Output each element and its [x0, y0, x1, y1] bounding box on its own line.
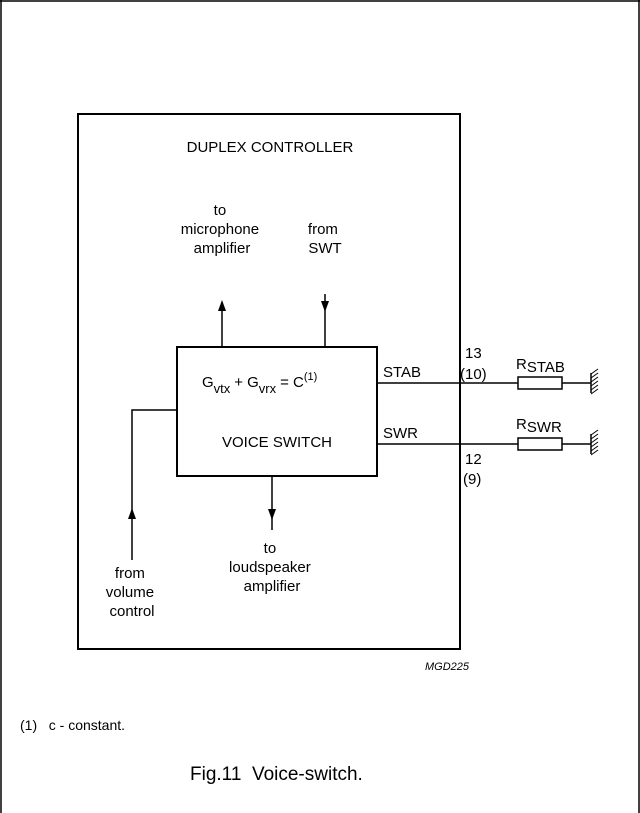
footnote: (1) c - constant. [20, 717, 125, 733]
stab-pin-number: 13 (10) [460, 345, 487, 383]
equation-plus: + [234, 374, 243, 391]
volume-control-arrow [128, 508, 136, 519]
to-loudspeaker-label: to loudspeaker amplifier [229, 540, 315, 595]
stab-ground-icon [590, 368, 599, 395]
from-volume-label: from volume control [106, 565, 159, 620]
r-stab-label: RSTAB [516, 356, 565, 376]
duplex-controller-title: DUPLEX CONTROLLER [187, 139, 354, 156]
swr-ground-icon [590, 429, 599, 456]
from-swt-label: from SWT [308, 221, 342, 257]
voice-switch-equation: Gvtx+Gvrx= C(1) [202, 371, 317, 396]
equation-g1: G [202, 374, 214, 391]
duplex-controller-box [77, 113, 461, 650]
equation-vtx: vtx [214, 381, 231, 396]
swr-pin-number: 12 (9) [463, 451, 486, 488]
equation-superscript: (1) [304, 371, 317, 383]
r-stab-resistor [517, 376, 563, 390]
mic-amplifier-arrow [218, 300, 226, 311]
swt-arrow [321, 301, 329, 312]
loudspeaker-arrow [268, 509, 276, 520]
r-swr-resistor [517, 437, 563, 451]
voice-switch-box [176, 346, 378, 477]
r-swr-label: RSWR [516, 416, 562, 436]
to-mic-label: to microphone amplifier [181, 202, 264, 257]
stab-label: STAB [383, 364, 421, 381]
figure-caption: Fig.11 Voice-switch. [190, 764, 363, 785]
equation-equals-c: = C [280, 374, 304, 391]
figure-code: MGD225 [425, 661, 470, 673]
equation-g2: G [247, 374, 259, 391]
equation-vrx: vrx [259, 381, 277, 396]
voice-switch-label: VOICE SWITCH [222, 434, 332, 451]
volume-control-line [131, 409, 177, 560]
swr-label: SWR [383, 425, 418, 442]
